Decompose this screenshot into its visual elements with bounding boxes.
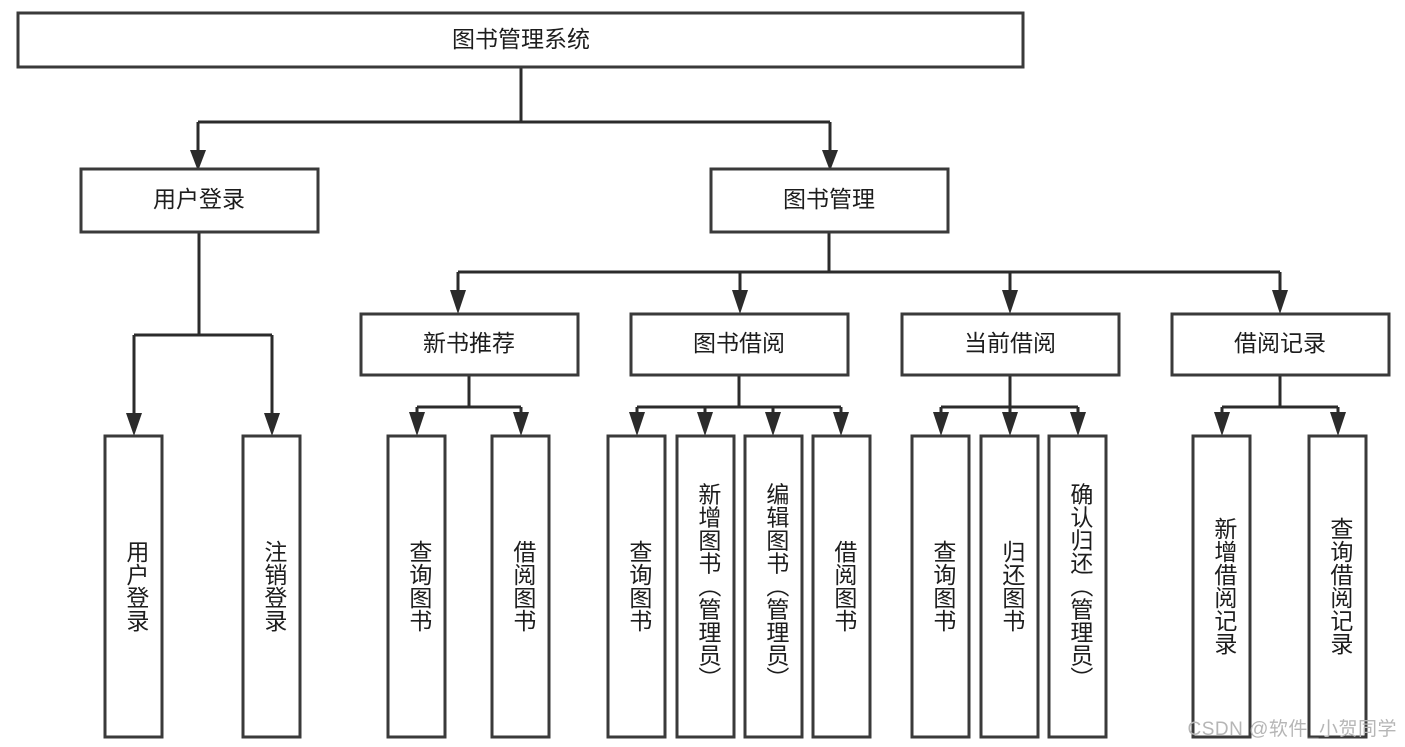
node-borrow-records-label: 借阅记录 [1234,330,1326,356]
node-borrow-records[interactable]: 借阅记录 [1170,312,1391,377]
node-leaf-confirm-return-label: 确认归还（管理员） [1067,483,1094,690]
node-leaf-add-record[interactable]: 新增借阅记录 [1191,434,1252,739]
node-new-book-recommend[interactable]: 新书推荐 [359,312,580,377]
connector-newbook-to-leaves [409,375,529,436]
node-current-borrow-label: 当前借阅 [964,330,1056,356]
node-leaf-edit-book-label: 编辑图书（管理员） [763,483,790,690]
node-leaf-borrow-book-1[interactable]: 借阅图书 [490,434,551,739]
node-current-borrow[interactable]: 当前借阅 [900,312,1121,377]
node-leaf-query-record[interactable]: 查询借阅记录 [1307,434,1368,739]
node-leaf-user-login-label: 用户登录 [123,540,150,632]
node-leaf-user-login[interactable]: 用户登录 [103,434,164,739]
node-leaf-edit-book[interactable]: 编辑图书（管理员） [743,434,804,739]
node-leaf-borrow-book-1-label: 借阅图书 [510,540,537,632]
node-leaf-return-book-label: 归还图书 [999,540,1026,632]
node-leaf-query-record-label: 查询借阅记录 [1327,517,1354,655]
connector-login-to-leaves [126,232,280,436]
node-leaf-query-book-1-label: 查询图书 [406,540,433,632]
node-leaf-query-book-3[interactable]: 查询图书 [910,434,971,739]
node-leaf-confirm-return[interactable]: 确认归还（管理员） [1047,434,1108,739]
node-book-management[interactable]: 图书管理 [709,167,950,234]
node-leaf-add-book[interactable]: 新增图书（管理员） [675,434,736,739]
node-book-management-label: 图书管理 [783,186,875,212]
node-leaf-add-record-label: 新增借阅记录 [1211,517,1238,655]
connector-borrow-to-leaves [629,375,849,436]
node-leaf-user-logout[interactable]: 注销登录 [241,434,302,739]
node-leaf-add-book-label: 新增图书（管理员） [695,483,722,690]
node-leaf-query-book-2[interactable]: 查询图书 [606,434,667,739]
node-leaf-query-book-2-label: 查询图书 [626,540,653,632]
connector-root-to-level2 [190,67,838,171]
node-leaf-query-book-1[interactable]: 查询图书 [386,434,447,739]
node-leaf-user-logout-label: 注销登录 [261,540,288,632]
node-book-borrow[interactable]: 图书借阅 [629,312,850,377]
node-user-login[interactable]: 用户登录 [79,167,320,234]
connector-current-to-leaves [933,375,1086,436]
connector-records-to-leaves [1214,375,1346,436]
node-book-borrow-label: 图书借阅 [693,330,785,356]
node-leaf-query-book-3-label: 查询图书 [930,540,957,632]
node-user-login-label: 用户登录 [153,186,245,212]
node-leaf-return-book[interactable]: 归还图书 [979,434,1040,739]
connector-bookmgmt-to-level3 [450,232,1288,314]
node-leaf-borrow-book-2[interactable]: 借阅图书 [811,434,872,739]
node-leaf-borrow-book-2-label: 借阅图书 [831,540,858,632]
node-new-book-recommend-label: 新书推荐 [423,330,515,356]
node-root[interactable]: 图书管理系统 [16,11,1025,69]
node-root-label: 图书管理系统 [452,26,590,52]
